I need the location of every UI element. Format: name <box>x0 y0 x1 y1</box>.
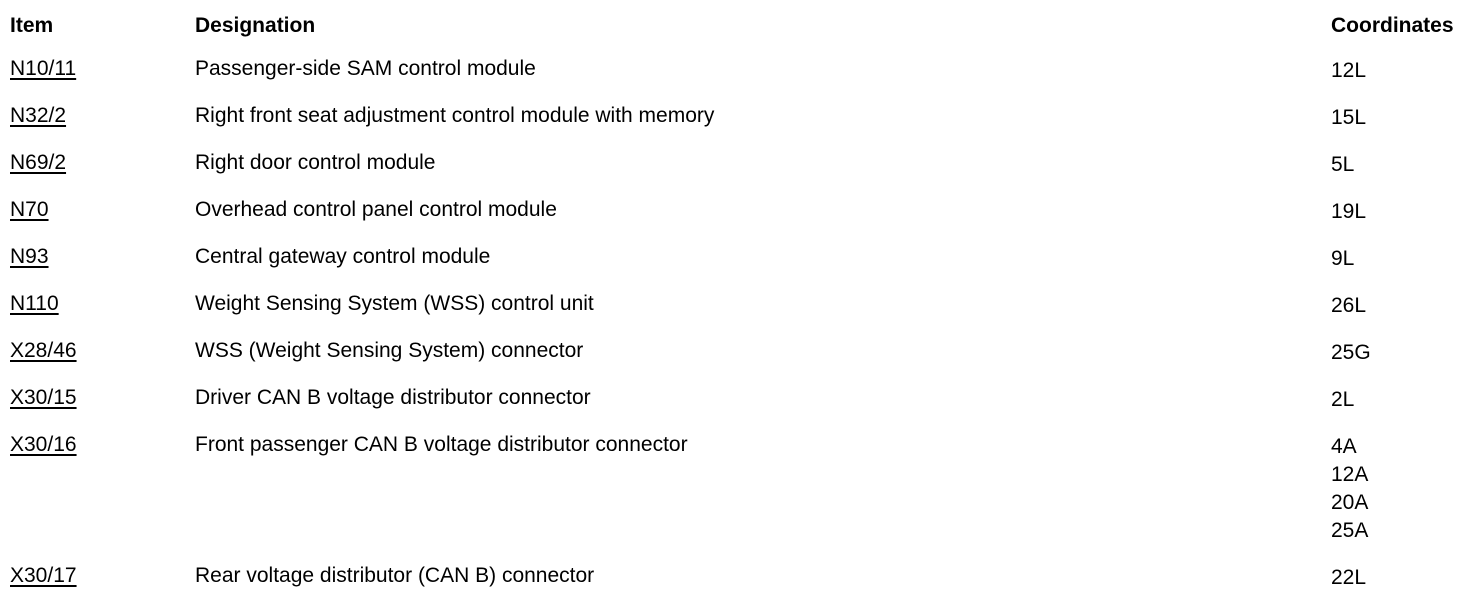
cell-designation: Right front seat adjustment control modu… <box>190 85 1310 132</box>
cell-coordinates: 4A 12A 20A 25A <box>1310 414 1472 545</box>
cell-coordinates: 22L <box>1310 545 1472 592</box>
item-code-link[interactable]: X30/17 <box>10 564 77 587</box>
coordinate-value: 20A <box>1331 491 1369 514</box>
cell-item: N32/2 <box>0 85 190 132</box>
coordinate-list: 4A 12A 20A 25A <box>1331 433 1472 545</box>
cell-coordinates: 19L <box>1310 179 1472 226</box>
coordinate-value: 5L <box>1331 153 1355 176</box>
coordinate-list: 19L <box>1331 198 1472 226</box>
coordinate-value: 15L <box>1331 106 1367 129</box>
item-code-link[interactable]: X30/15 <box>10 386 77 409</box>
cell-designation: Right door control module <box>190 132 1310 179</box>
table-row: X30/17 Rear voltage distributor (CAN B) c… <box>0 545 1472 592</box>
table-header: Item Designation Coordinates <box>0 0 1472 38</box>
table-header-row: Item Designation Coordinates <box>0 0 1472 38</box>
coordinate-value: 4A <box>1331 435 1357 458</box>
cell-coordinates: 26L <box>1310 273 1472 320</box>
cell-item: N110 <box>0 273 190 320</box>
table-row: N93 Central gateway control module 9L <box>0 226 1472 273</box>
coordinate-value: 22L <box>1331 566 1367 589</box>
designation-text: Right front seat adjustment control modu… <box>195 104 715 127</box>
designation-text: Passenger-side SAM control module <box>195 57 536 80</box>
cell-designation: Overhead control panel control module <box>190 179 1310 226</box>
cell-coordinates: 15L <box>1310 85 1472 132</box>
cell-coordinates: 9L <box>1310 226 1472 273</box>
coordinate-value: 26L <box>1331 294 1367 317</box>
coordinate-list: 5L <box>1331 151 1472 179</box>
table-row: N69/2 Right door control module 5L <box>0 132 1472 179</box>
coordinate-value: 25G <box>1331 341 1371 364</box>
table-row: X28/46 WSS (Weight Sensing System) connec… <box>0 320 1472 367</box>
cell-designation: Weight Sensing System (WSS) control unit <box>190 273 1310 320</box>
table-body: N10/11 Passenger-side SAM control module 1… <box>0 38 1472 592</box>
cell-coordinates: 12L <box>1310 38 1472 85</box>
coordinate-list: 26L <box>1331 292 1472 320</box>
column-header-coordinates: Coordinates <box>1331 14 1454 37</box>
cell-item: X28/46 <box>0 320 190 367</box>
item-code-link[interactable]: N10/11 <box>10 57 77 80</box>
cell-designation: Central gateway control module <box>190 226 1310 273</box>
cell-item: X30/15 <box>0 367 190 414</box>
coordinate-value: 19L <box>1331 200 1367 223</box>
cell-item: N70 <box>0 179 190 226</box>
coordinate-list: 9L <box>1331 245 1472 273</box>
item-code-link[interactable]: X30/16 <box>10 433 77 456</box>
cell-item: X30/17 <box>0 545 190 592</box>
cell-designation: WSS (Weight Sensing System) connector <box>190 320 1310 367</box>
item-code-link[interactable]: N32/2 <box>10 104 67 127</box>
designation-text: Right door control module <box>195 151 436 174</box>
coordinate-value: 25A <box>1331 519 1369 542</box>
coordinate-list: 22L <box>1331 564 1472 592</box>
coordinate-value: 9L <box>1331 247 1355 270</box>
cell-designation: Driver CAN B voltage distributor connect… <box>190 367 1310 414</box>
table-row: N10/11 Passenger-side SAM control module 1… <box>0 38 1472 85</box>
item-code-link[interactable]: N70 <box>10 198 49 221</box>
designation-text: Weight Sensing System (WSS) control unit <box>195 292 594 315</box>
table-row: X30/16 Front passenger CAN B voltage dist… <box>0 414 1472 545</box>
designation-text: Central gateway control module <box>195 245 491 268</box>
cell-designation: Rear voltage distributor (CAN B) connect… <box>190 545 1310 592</box>
cell-designation: Front passenger CAN B voltage distributo… <box>190 414 1310 545</box>
table-row: N70 Overhead control panel control module… <box>0 179 1472 226</box>
item-code-link[interactable]: N69/2 <box>10 151 67 174</box>
coordinate-list: 25G <box>1331 339 1472 367</box>
cell-item: N69/2 <box>0 132 190 179</box>
table-row: N32/2 Right front seat adjustment control… <box>0 85 1472 132</box>
cell-item: X30/16 <box>0 414 190 545</box>
item-code-link[interactable]: N110 <box>10 292 59 315</box>
cell-item: N93 <box>0 226 190 273</box>
designation-text: WSS (Weight Sensing System) connector <box>195 339 584 362</box>
coordinate-value: 12L <box>1331 59 1367 82</box>
item-code-link[interactable]: N93 <box>10 245 49 268</box>
column-header-item: Item <box>10 14 54 37</box>
table-row: N110 Weight Sensing System (WSS) control … <box>0 273 1472 320</box>
cell-coordinates: 2L <box>1310 367 1472 414</box>
designation-text: Driver CAN B voltage distributor connect… <box>195 386 591 409</box>
cell-designation: Passenger-side SAM control module <box>190 38 1310 85</box>
designation-text: Front passenger CAN B voltage distributo… <box>195 433 688 456</box>
coordinate-value: 12A <box>1331 463 1369 486</box>
coordinate-list: 15L <box>1331 104 1472 132</box>
cell-item: N10/11 <box>0 38 190 85</box>
table-row: X30/15 Driver CAN B voltage distributor c… <box>0 367 1472 414</box>
item-code-link[interactable]: X28/46 <box>10 339 77 362</box>
designation-text: Overhead control panel control module <box>195 198 557 221</box>
column-header-designation: Designation <box>195 14 316 37</box>
cell-coordinates: 25G <box>1310 320 1472 367</box>
coordinate-value: 2L <box>1331 388 1355 411</box>
cell-coordinates: 5L <box>1310 132 1472 179</box>
designation-text: Rear voltage distributor (CAN B) connect… <box>195 564 595 587</box>
coordinate-list: 2L <box>1331 386 1472 414</box>
coordinate-list: 12L <box>1331 57 1472 85</box>
